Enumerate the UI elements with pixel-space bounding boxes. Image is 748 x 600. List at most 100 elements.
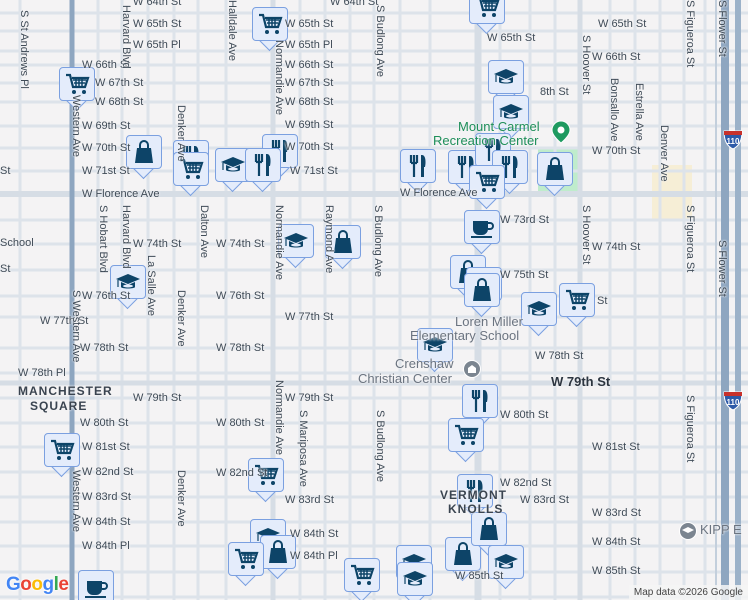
school-marker[interactable]: [278, 224, 314, 269]
street-label: St: [0, 263, 11, 275]
marker-box: [448, 418, 484, 452]
shopping-cart-marker[interactable]: [252, 7, 288, 52]
marker-box: [464, 273, 500, 307]
school-icon: [494, 554, 518, 569]
kipp-school-label[interactable]: KIPP E: [700, 522, 742, 537]
interstate-110-shield-icon: 110: [723, 130, 743, 150]
school-icon: [284, 233, 308, 248]
street-label: W 74th St: [216, 238, 265, 250]
shield-number: 110: [727, 137, 740, 146]
shopping-cart-icon: [479, 0, 500, 17]
restaurant-marker[interactable]: [245, 148, 281, 193]
street-label: W 71st St: [82, 165, 130, 177]
marker-box: [325, 225, 361, 259]
street-label: W 80th St: [80, 417, 129, 429]
school-marker[interactable]: [488, 60, 524, 105]
shopping-cart-icon: [51, 439, 75, 460]
restaurant-marker[interactable]: [462, 384, 498, 429]
avenue-label: Normandie Ave: [273, 205, 285, 281]
restaurant-icon: [466, 480, 483, 502]
school-marker[interactable]: [110, 265, 146, 310]
school-marker[interactable]: [397, 562, 433, 600]
restaurant-marker[interactable]: [457, 474, 493, 519]
shopping-cart-marker[interactable]: [559, 283, 595, 328]
street-label: W 77th St: [285, 311, 334, 323]
cafe-marker[interactable]: [464, 210, 500, 255]
google-logo: Google: [6, 574, 69, 595]
church-icon[interactable]: [463, 360, 481, 378]
school-marker[interactable]: [417, 328, 453, 373]
park-label[interactable]: Recreation Center: [433, 133, 539, 148]
shopping-cart-icon: [476, 171, 500, 192]
marker-box: [173, 152, 209, 186]
street-label: W 76th St: [216, 290, 265, 302]
street-label: W 66th St: [82, 59, 131, 71]
marker-box: [59, 67, 95, 101]
school-place-label[interactable]: Elementary School: [410, 328, 520, 343]
shopping-cart-marker[interactable]: [248, 458, 284, 503]
restaurant-icon: [471, 390, 488, 412]
street-label: W 69th St: [82, 120, 131, 132]
avenue-label: Denker Ave: [175, 105, 187, 162]
street-label: St: [597, 295, 608, 307]
shopping-bag-marker[interactable]: [445, 537, 481, 582]
map-attribution[interactable]: Map data ©2026 Google: [628, 585, 748, 600]
street-label: W 83rd St: [592, 507, 641, 519]
avenue-label: Raymond Ave: [323, 205, 335, 274]
marker-box: [464, 210, 500, 244]
shopping-cart-marker[interactable]: [173, 152, 209, 197]
street-label: W 70th St: [82, 142, 131, 154]
restaurant-icon: [254, 154, 271, 176]
shopping-bag-marker[interactable]: [325, 225, 361, 270]
shopping-bag-icon: [454, 542, 472, 565]
cafe-icon: [471, 221, 494, 238]
shopping-cart-marker[interactable]: [59, 67, 95, 112]
street-label: W 71st St: [290, 165, 338, 177]
school-marker[interactable]: [521, 292, 557, 337]
shopping-cart-icon: [66, 73, 90, 94]
shopping-bag-icon: [473, 278, 491, 301]
street-label: W 84th St: [290, 528, 339, 540]
street-label: W 82nd St: [216, 467, 268, 479]
marker-box: [344, 558, 380, 592]
shopping-bag-marker[interactable]: [464, 273, 500, 318]
shopping-cart-marker[interactable]: [228, 542, 264, 587]
street-label: St: [0, 165, 11, 177]
church-label[interactable]: Christian Center: [358, 371, 452, 386]
shopping-bag-icon: [269, 540, 287, 563]
school-place-label[interactable]: Loren Miller: [455, 314, 523, 329]
street-label: W 77th St: [40, 315, 89, 327]
park-label[interactable]: Mount Carmel: [458, 119, 540, 134]
church-label[interactable]: Crenshaw: [395, 356, 454, 371]
shopping-bag-marker[interactable]: [126, 135, 162, 180]
street-label: W 70th St: [592, 145, 641, 157]
avenue-label: S Figueroa St: [684, 205, 696, 273]
shopping-cart-marker[interactable]: [469, 0, 505, 35]
restaurant-marker[interactable]: [400, 149, 436, 194]
shopping-bag-marker[interactable]: [537, 152, 573, 197]
school-poi-icon[interactable]: [679, 522, 697, 540]
shopping-bag-icon: [334, 230, 352, 253]
marker-box: [417, 328, 453, 362]
street-label: W 79th St: [285, 392, 334, 404]
street-label: W 80th St: [216, 417, 265, 429]
street-label: W 84th Pl: [82, 540, 130, 552]
shopping-bag-marker[interactable]: [471, 512, 507, 557]
marker-box: [493, 95, 529, 129]
shopping-cart-marker[interactable]: [469, 165, 505, 210]
park-pin-icon[interactable]: [551, 120, 571, 144]
avenue-label: S Mariposa Ave: [297, 410, 309, 487]
avenue-label: Dalton Ave: [198, 205, 210, 259]
shopping-cart-marker[interactable]: [448, 418, 484, 463]
street-label: W 66th St: [592, 51, 641, 63]
street-label: School: [0, 237, 34, 249]
shopping-cart-marker[interactable]: [344, 558, 380, 600]
avenue-label: S Hobart Blvd: [97, 205, 109, 273]
school-marker[interactable]: [488, 545, 524, 590]
school-marker[interactable]: [493, 95, 529, 140]
shopping-cart-marker[interactable]: [44, 433, 80, 478]
cafe-marker[interactable]: [78, 570, 114, 600]
shopping-cart-icon: [180, 158, 204, 179]
